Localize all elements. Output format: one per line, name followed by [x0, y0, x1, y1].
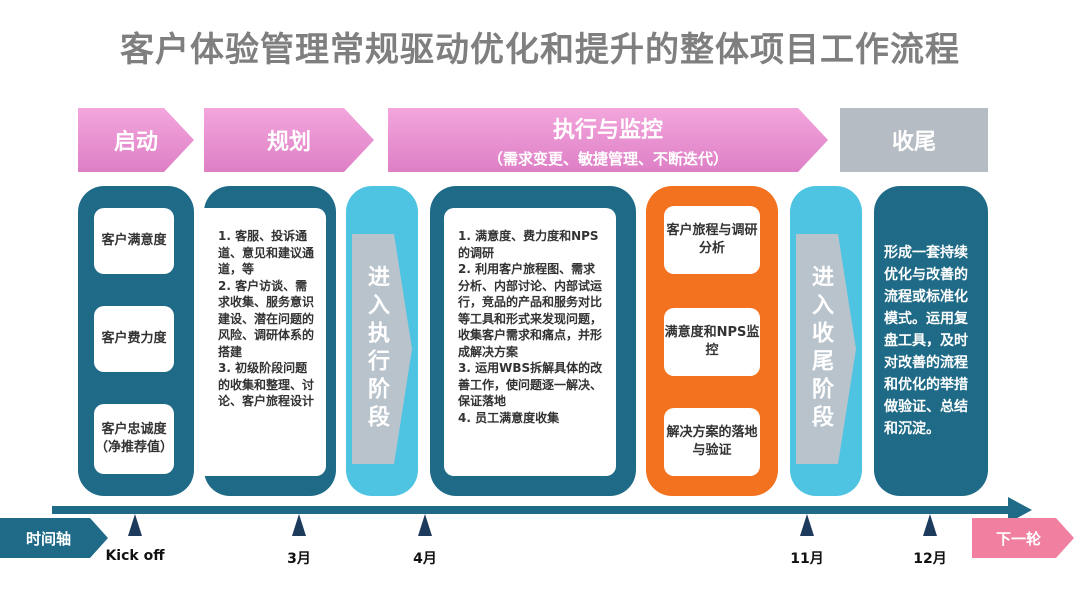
monitor-card: 满意度和NPS监控 — [664, 308, 760, 376]
phase-execute: 执行与监控 （需求变更、敏捷管理、不断迭代） — [388, 108, 828, 172]
close-column: 形成一套持续优化与改善的流程或标准化模式。运用复盘工具，及时对改善的流程和优化的… — [874, 186, 988, 496]
timeline-line — [52, 506, 1010, 514]
enter-exec-label: 进入执行阶段 — [364, 265, 389, 433]
timeline-tick-label: Kick off — [105, 548, 165, 564]
timeline-tick-label: 4月 — [413, 551, 437, 567]
phase-close: 收尾 — [840, 108, 988, 172]
timeline-tick — [800, 514, 814, 536]
timeline-tick-label: 12月 — [913, 551, 947, 567]
phase-execute-subtitle: （需求变更、敏捷管理、不断迭代） — [487, 149, 728, 168]
timeline-tick — [292, 514, 306, 536]
timeline-tick — [923, 514, 937, 536]
start-column: 客户满意度 客户费力度 客户忠诚度（净推荐值） — [78, 186, 194, 496]
plan-panel: 1. 客服、投诉通道、意见和建议通道，等 2. 客户访谈、需求收集、服务意识建设… — [204, 208, 326, 476]
phase-start-label: 启动 — [113, 130, 158, 155]
timeline-axis-label: 时间轴 — [0, 518, 108, 558]
monitor-card: 客户旅程与调研分析 — [664, 206, 760, 274]
monitor-card: 解决方案的落地与验证 — [664, 408, 760, 476]
timeline-tick-label: 3月 — [287, 551, 311, 567]
phase-execute-label: 执行与监控 — [552, 117, 663, 143]
next-round-text: 下一轮 — [996, 529, 1042, 548]
start-card: 客户忠诚度（净推荐值） — [94, 404, 174, 474]
enter-close-label: 进入收尾阶段 — [808, 265, 833, 433]
phase-start: 启动 — [78, 108, 194, 172]
timeline-tick — [418, 514, 432, 536]
plan-column: 1. 客服、投诉通道、意见和建议通道，等 2. 客户访谈、需求收集、服务意识建设… — [204, 186, 336, 496]
next-round-label: 下一轮 — [972, 518, 1074, 558]
monitor-column: 客户旅程与调研分析 满意度和NPS监控 解决方案的落地与验证 — [646, 186, 778, 496]
start-card: 客户费力度 — [94, 306, 174, 372]
close-summary: 形成一套持续优化与改善的流程或标准化模式。运用复盘工具，及时对改善的流程和优化的… — [884, 245, 968, 437]
phase-plan-label: 规划 — [266, 130, 311, 155]
exec-panel: 1. 满意度、费力度和NPS的调研 2. 利用客户旅程图、需求分析、内部讨论、内… — [444, 208, 616, 476]
timeline-tick-label: 11月 — [790, 551, 824, 567]
phase-plan: 规划 — [204, 108, 374, 172]
exec-column: 1. 满意度、费力度和NPS的调研 2. 利用客户旅程图、需求分析、内部讨论、内… — [430, 186, 636, 496]
page-title: 客户体验管理常规驱动优化和提升的整体项目工作流程 — [120, 30, 960, 70]
timeline-axis-text: 时间轴 — [26, 529, 72, 548]
phase-close-label: 收尾 — [891, 130, 936, 155]
start-card: 客户满意度 — [94, 208, 174, 274]
timeline-tick — [128, 514, 142, 536]
